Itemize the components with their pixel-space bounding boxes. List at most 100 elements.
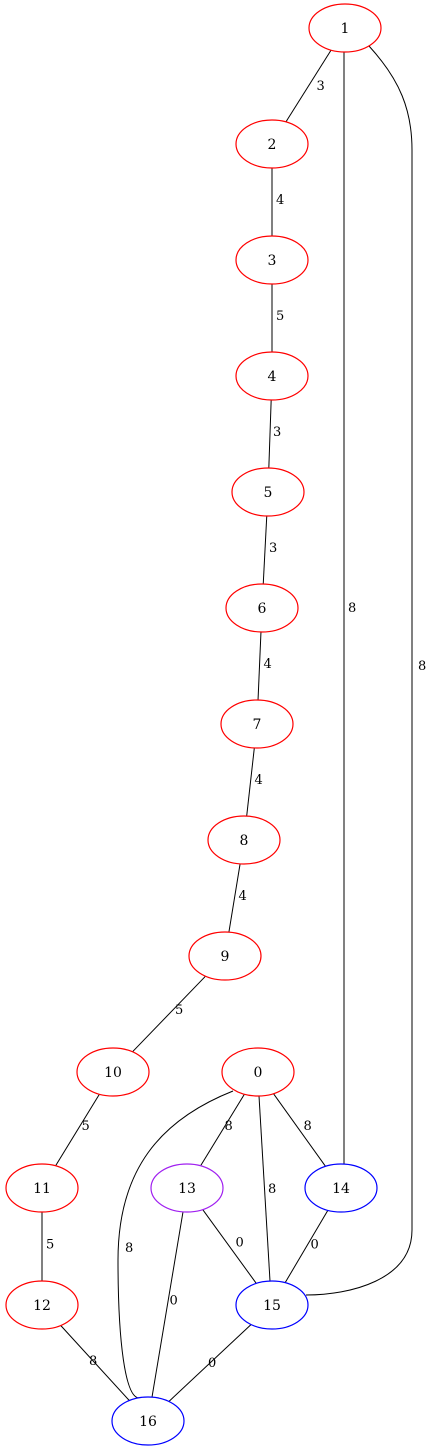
node-14: 14 [304, 1163, 378, 1213]
edge-line-9-10 [132, 975, 206, 1053]
edge-line-10-11 [55, 1093, 100, 1167]
edge-label-4-5: 3 [273, 425, 281, 440]
edge-line-14-15 [284, 1210, 329, 1283]
edge-0-15: 8 [258, 1095, 276, 1282]
node-label-11: 11 [33, 1181, 51, 1197]
edge-label-5-6: 3 [269, 541, 277, 556]
node-label-7: 7 [253, 717, 262, 733]
node-9: 9 [188, 931, 262, 981]
edge-1-15: 8 [305, 45, 426, 1296]
edge-11-12: 5 [41, 1212, 54, 1281]
edge-label-0-16: 8 [125, 1241, 133, 1256]
edge-label-8-9: 4 [239, 889, 247, 904]
edges-layer: 3 4 5 3 3 4 4 4 5 5 5 8 8 8 8 8 8 8 0 0 0 0 [41, 45, 426, 1402]
edge-label-15-16: 0 [208, 1356, 216, 1371]
node-6: 6 [225, 583, 299, 633]
edge-1-14: 8 [343, 52, 356, 1164]
edge-1-2: 3 [285, 49, 332, 123]
node-1: 1 [308, 3, 382, 53]
node-label-0: 0 [254, 1065, 263, 1081]
node-label-1: 1 [341, 21, 350, 37]
edge-15-16: 0 [168, 1324, 252, 1402]
edge-10-11: 5 [55, 1093, 100, 1167]
edge-line-8-9 [228, 863, 241, 933]
node-13: 13 [150, 1163, 224, 1213]
node-0: 0 [221, 1047, 295, 1097]
edge-line-0-15 [258, 1095, 271, 1282]
node-ellipse-13 [150, 1163, 224, 1213]
edge-label-3-4: 5 [276, 309, 284, 324]
edge-label-0-15: 8 [268, 1182, 276, 1197]
node-ellipse-7 [220, 699, 294, 749]
node-label-3: 3 [268, 253, 277, 269]
node-ellipse-1 [308, 3, 382, 53]
edge-0-13: 8 [200, 1093, 245, 1167]
edge-label-14-15: 0 [311, 1238, 319, 1253]
edge-12-16: 8 [60, 1325, 130, 1401]
edge-label-6-7: 4 [264, 657, 272, 672]
edge-9-10: 5 [132, 975, 206, 1053]
edge-14-15: 0 [284, 1210, 329, 1283]
node-label-2: 2 [268, 137, 277, 153]
edge-label-0-14: 8 [304, 1119, 312, 1134]
node-ellipse-3 [235, 235, 309, 285]
node-label-10: 10 [104, 1065, 122, 1081]
node-label-5: 5 [264, 485, 273, 501]
edge-0-14: 8 [273, 1093, 326, 1167]
edge-13-16: 0 [151, 1211, 184, 1398]
edge-label-7-8: 4 [255, 773, 263, 788]
edge-line-1-2 [285, 49, 332, 123]
node-11: 11 [5, 1163, 79, 1213]
node-label-13: 13 [178, 1181, 196, 1197]
edge-7-8: 4 [246, 747, 263, 817]
edge-line-4-5 [268, 399, 272, 469]
edge-line-6-7 [257, 631, 262, 701]
node-ellipse-15 [235, 1280, 309, 1330]
node-ellipse-8 [207, 815, 281, 865]
edge-line-13-15 [202, 1209, 257, 1284]
node-10: 10 [76, 1047, 150, 1097]
edge-6-7: 4 [257, 631, 272, 701]
node-label-9: 9 [221, 949, 230, 965]
edge-label-13-16: 0 [170, 1294, 178, 1309]
node-label-12: 12 [33, 1298, 51, 1314]
edge-line-0-14 [273, 1093, 326, 1167]
edge-line-0-13 [200, 1093, 245, 1167]
node-label-6: 6 [258, 601, 267, 617]
node-2: 2 [235, 119, 309, 169]
edge-label-1-2: 3 [317, 79, 325, 94]
node-ellipse-14 [304, 1163, 378, 1213]
edge-line-0-16 [117, 1090, 234, 1399]
edge-line-13-16 [151, 1211, 184, 1398]
node-ellipse-6 [225, 583, 299, 633]
edge-label-0-13: 8 [225, 1119, 233, 1134]
node-label-14: 14 [332, 1181, 350, 1197]
node-label-8: 8 [240, 833, 249, 849]
node-16: 16 [111, 1396, 185, 1446]
edge-label-1-15: 8 [418, 659, 426, 674]
node-5: 5 [231, 467, 305, 517]
node-ellipse-12 [5, 1280, 79, 1330]
edge-label-2-3: 4 [276, 193, 284, 208]
edge-line-15-16 [168, 1324, 252, 1402]
edge-line-1-15 [305, 45, 413, 1296]
node-7: 7 [220, 699, 294, 749]
node-label-16: 16 [139, 1414, 157, 1430]
node-3: 3 [235, 235, 309, 285]
edge-label-13-15: 0 [236, 1236, 244, 1251]
node-15: 15 [235, 1280, 309, 1330]
edge-3-4: 5 [271, 284, 284, 352]
edge-8-9: 4 [228, 863, 247, 933]
edge-label-11-12: 5 [46, 1238, 54, 1253]
node-ellipse-16 [111, 1396, 185, 1446]
node-label-15: 15 [263, 1298, 281, 1314]
edge-label-10-11: 5 [82, 1119, 90, 1134]
node-ellipse-2 [235, 119, 309, 169]
edge-0-16: 8 [117, 1090, 234, 1399]
node-label-4: 4 [268, 369, 277, 385]
edge-line-12-16 [60, 1325, 130, 1401]
edge-label-12-16: 8 [89, 1354, 97, 1369]
node-ellipse-0 [221, 1047, 295, 1097]
